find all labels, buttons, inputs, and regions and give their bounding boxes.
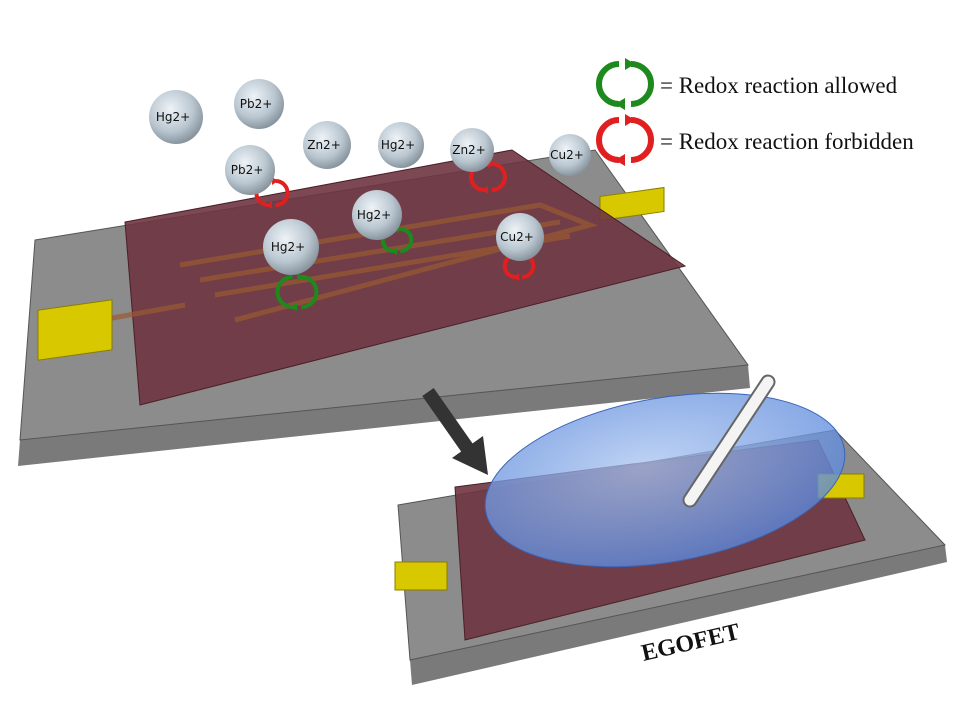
ion-sphere: Pb2+ [225, 145, 275, 195]
ion-sphere: Hg2+ [352, 190, 402, 240]
ion-sphere: Hg2+ [378, 122, 424, 168]
ion-label: Pb2+ [231, 163, 264, 177]
redox-allowed-icon [596, 58, 654, 110]
legend-forbidden-text: = Redox reaction forbidden [660, 129, 914, 154]
substrate-side [410, 545, 947, 685]
contact-pad-left [37, 299, 113, 361]
ion-sphere: Hg2+ [149, 90, 203, 144]
ion-sphere: Cu2+ [549, 134, 591, 176]
semiconductor-layer [124, 149, 687, 406]
contact-pad-left [394, 561, 448, 591]
cycle-arrows-icon [596, 58, 654, 110]
ion-label: Hg2+ [381, 138, 415, 152]
legend-allowed-text: = Redox reaction allowed [660, 73, 898, 98]
ion-sphere: Zn2+ [450, 128, 494, 172]
ion-label: Cu2+ [500, 230, 534, 244]
legend: = Redox reaction allowed = Redox reactio… [596, 58, 914, 166]
ion-label: Hg2+ [271, 240, 305, 254]
ion-label: Zn2+ [307, 138, 341, 152]
ion-sphere: Pb2+ [234, 79, 284, 129]
device-egofet: EGOFET [394, 374, 947, 685]
ion-label: Hg2+ [156, 110, 190, 124]
gate-electrode [682, 374, 776, 508]
ion-sphere: Hg2+ [263, 219, 319, 275]
ion-label: Pb2+ [240, 97, 273, 111]
cycle-arrows-icon [275, 273, 319, 311]
electrolyte-drop [484, 392, 846, 568]
ions: Hg2+ Pb2+ Zn2+ Hg2+ Zn2+ Cu2+ Pb2+ Hg2+ Hg2+ Cu2+ [149, 79, 591, 275]
ion-label: Cu2+ [550, 148, 584, 162]
ion-label: Hg2+ [357, 208, 391, 222]
cycle-arrows-icon [596, 114, 654, 166]
ion-label: Zn2+ [452, 143, 486, 157]
ion-sphere: Zn2+ [303, 121, 351, 169]
ion-sphere: Cu2+ [496, 213, 544, 261]
substrate-side [18, 365, 750, 466]
transition-arrow [422, 387, 488, 475]
redox-forbidden-icon [596, 114, 654, 166]
